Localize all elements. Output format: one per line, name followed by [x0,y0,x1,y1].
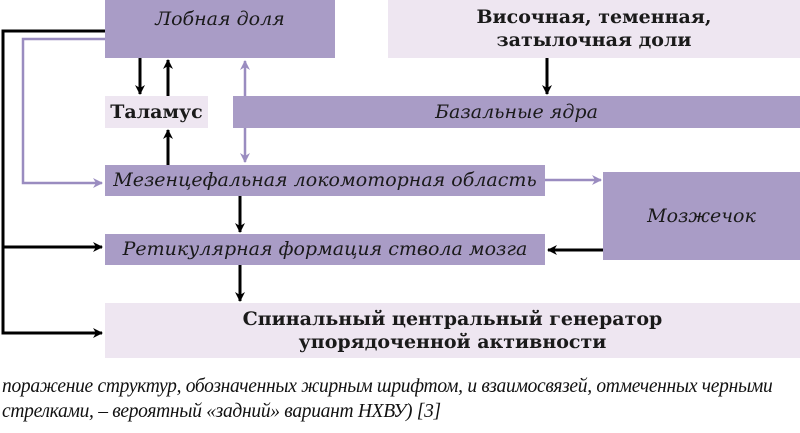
node-label: Таламус [110,100,203,123]
node-label: Спинальный центральный генератор упорядо… [242,307,663,353]
node-cerebellum: Мозжечок [603,172,800,260]
caption: поражение структур, обозначенных жирным … [2,376,773,422]
node-label: Височная, теменная, затылочная доли [476,6,712,51]
node-label: Мозжечок [647,204,756,227]
node-temporal-lobes: Височная, теменная, затылочная доли [388,0,800,58]
frontal-to-spinal-line [1,29,105,338]
frontal-to-mesencephalic-line [21,37,105,188]
node-label: Лобная доля [155,8,285,30]
node-mesencephalic-area: Мезенцефальная локомоторная область [105,165,545,196]
node-spinal-generator: Спинальный центральный генератор упорядо… [105,303,800,358]
node-label: Мезенцефальная локомоторная область [113,169,537,192]
node-reticular-formation: Ретикулярная формация ствола мозга [105,234,545,265]
node-basal-ganglia: Базальные ядра [233,96,800,128]
node-frontal-lobe: Лобная доля [105,0,335,58]
node-thalamus: Таламус [105,96,208,128]
node-label: Базальные ядра [435,100,598,123]
node-label: Ретикулярная формация ствола мозга [122,238,528,261]
